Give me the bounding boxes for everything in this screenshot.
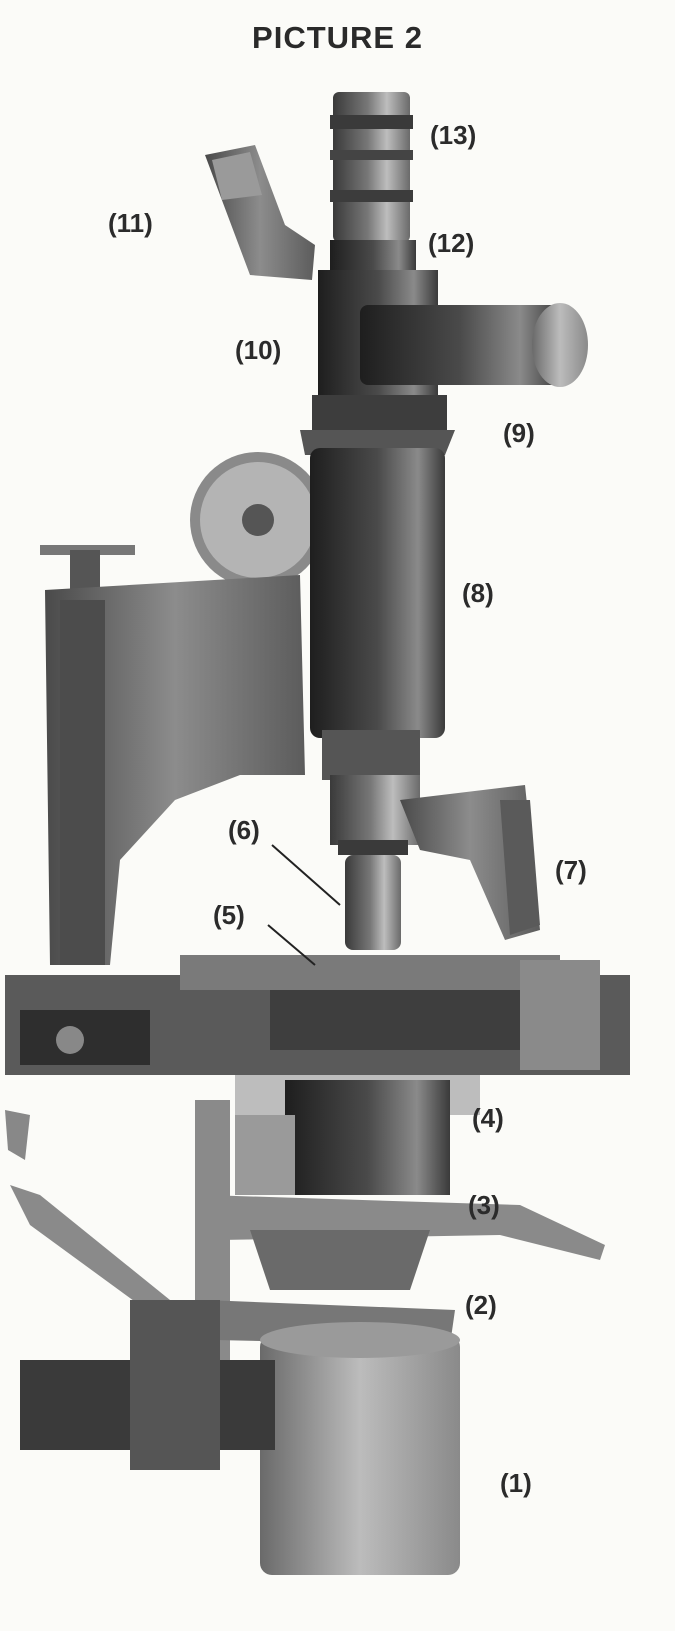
- objective: [330, 775, 420, 950]
- label-7: (7): [555, 855, 587, 885]
- label-3: (3): [468, 1190, 500, 1220]
- leader-line-5: [267, 924, 316, 966]
- page-title: PICTURE 2: [252, 20, 423, 55]
- side-eyepiece: [205, 145, 315, 280]
- label-11: (11): [108, 208, 153, 238]
- arm: [40, 545, 305, 965]
- label-2: (2): [465, 1290, 497, 1320]
- horizontal-tube: [360, 303, 588, 387]
- label-13: (13): [430, 120, 477, 150]
- revolver-objective: [400, 785, 540, 940]
- label-6: (6): [228, 815, 260, 845]
- body-tube: [310, 448, 445, 780]
- label-4: (4): [472, 1103, 504, 1133]
- label-9: (9): [503, 418, 535, 448]
- lamp-housing: [20, 1300, 460, 1575]
- label-8: (8): [462, 578, 494, 608]
- label-12: (12): [428, 228, 475, 258]
- condenser: [235, 1075, 480, 1195]
- filter-holder: [205, 1195, 605, 1290]
- mechanical-stage: [5, 955, 630, 1075]
- label-10: (10): [235, 335, 282, 365]
- label-5: (5): [213, 900, 245, 930]
- leader-line-6: [271, 844, 341, 906]
- eyepiece: [330, 92, 416, 270]
- label-1: (1): [500, 1468, 532, 1498]
